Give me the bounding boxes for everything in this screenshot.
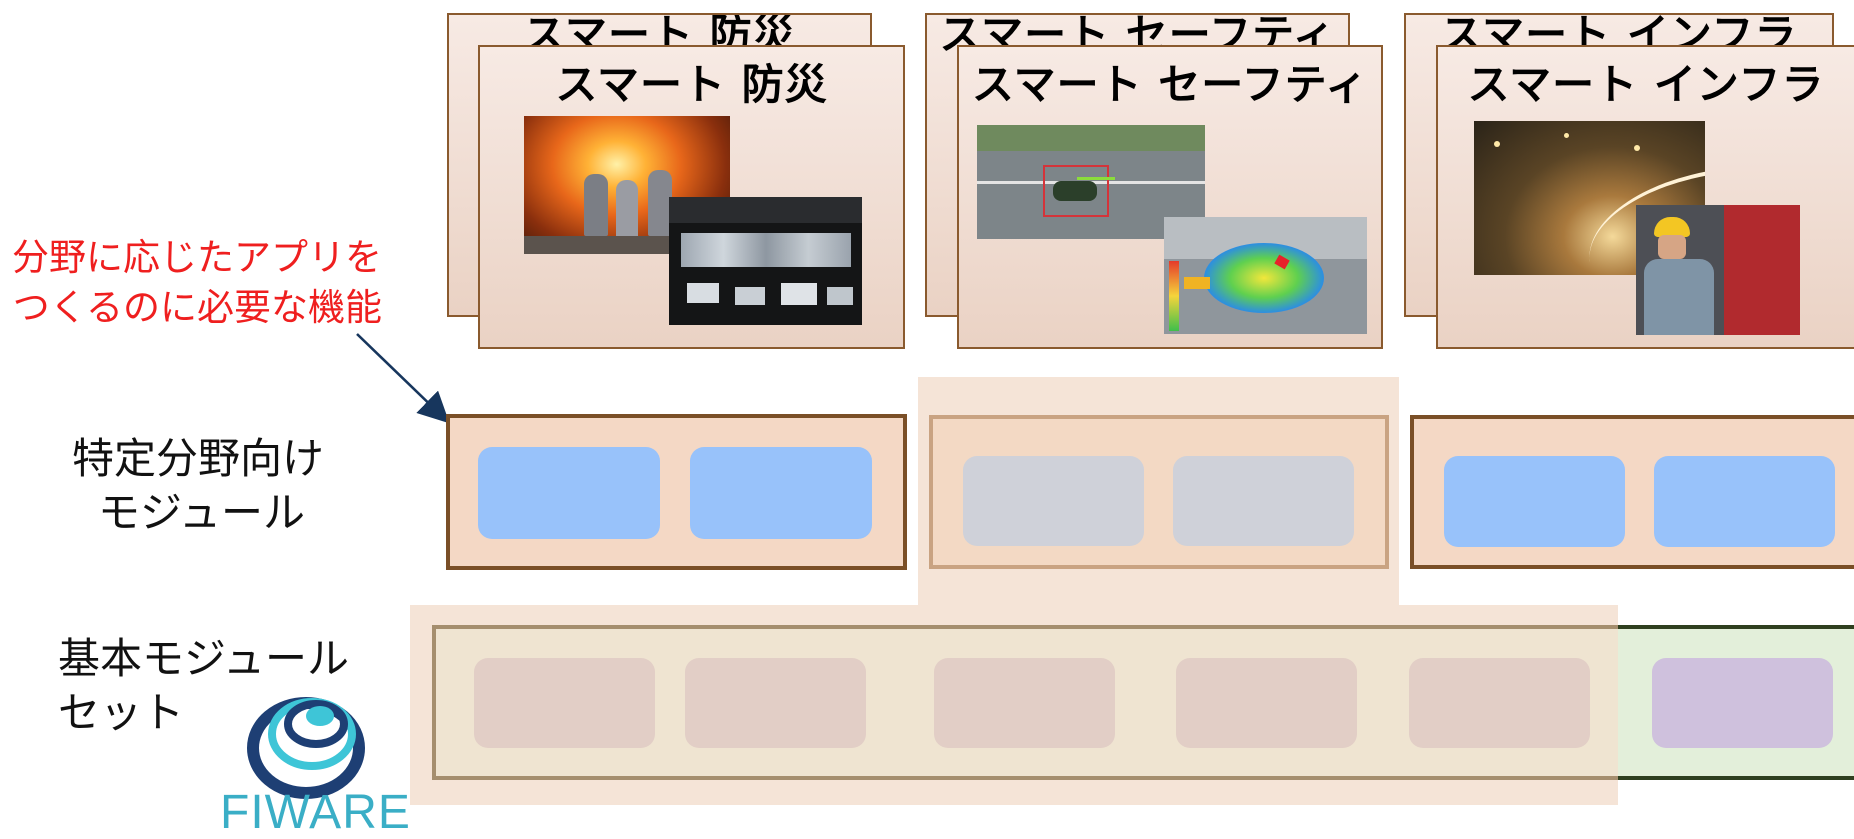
base-module-6[interactable] [1652, 658, 1833, 748]
base-modules-line-2: セット [58, 687, 185, 737]
module-infra-1[interactable] [1444, 456, 1625, 547]
module-safety-1[interactable] [963, 456, 1144, 546]
maintenance-worker-photo [1636, 205, 1800, 335]
base-module-3[interactable] [934, 658, 1115, 748]
specific-modules-label: 特定分野向け モジュール [72, 432, 324, 540]
card-title: スマート インフラ [1467, 60, 1825, 109]
card-safety[interactable]: スマート セーフティ [957, 45, 1383, 349]
specific-modules-line-1: 特定分野向け [72, 434, 325, 483]
module-infra-2[interactable] [1654, 456, 1835, 547]
base-module-1[interactable] [474, 658, 655, 748]
module-bousai-1[interactable] [478, 447, 660, 539]
card-infra[interactable]: スマート インフラ [1436, 45, 1854, 349]
base-module-5[interactable] [1409, 658, 1590, 748]
specific-modules-line-2: モジュール [98, 487, 306, 537]
base-module-4[interactable] [1176, 658, 1357, 748]
callout-line-2: つくるのに必要な機能 [12, 285, 382, 329]
callout-text: 分野に応じたアプリを つくるのに必要な機能 [12, 233, 382, 333]
crowd-heatmap-photo [1164, 217, 1367, 334]
control-room-photo [669, 197, 862, 325]
callout-line-1: 分野に応じたアプリを [12, 236, 382, 279]
card-title: スマート セーフティ [971, 60, 1369, 109]
card-bousai[interactable]: スマート 防災 [478, 45, 905, 349]
callout-arrow-icon [356, 333, 450, 424]
base-modules-line-1: 基本モジュール [58, 634, 350, 683]
fiware-swirl-icon [247, 697, 365, 799]
card-title: スマート 防災 [555, 60, 828, 109]
module-safety-2[interactable] [1173, 456, 1354, 546]
base-modules-label: 基本モジュール セット [58, 632, 349, 740]
fiware-logo-text: FIWARE [220, 786, 411, 839]
module-bousai-2[interactable] [690, 447, 872, 539]
base-module-2[interactable] [685, 658, 866, 748]
